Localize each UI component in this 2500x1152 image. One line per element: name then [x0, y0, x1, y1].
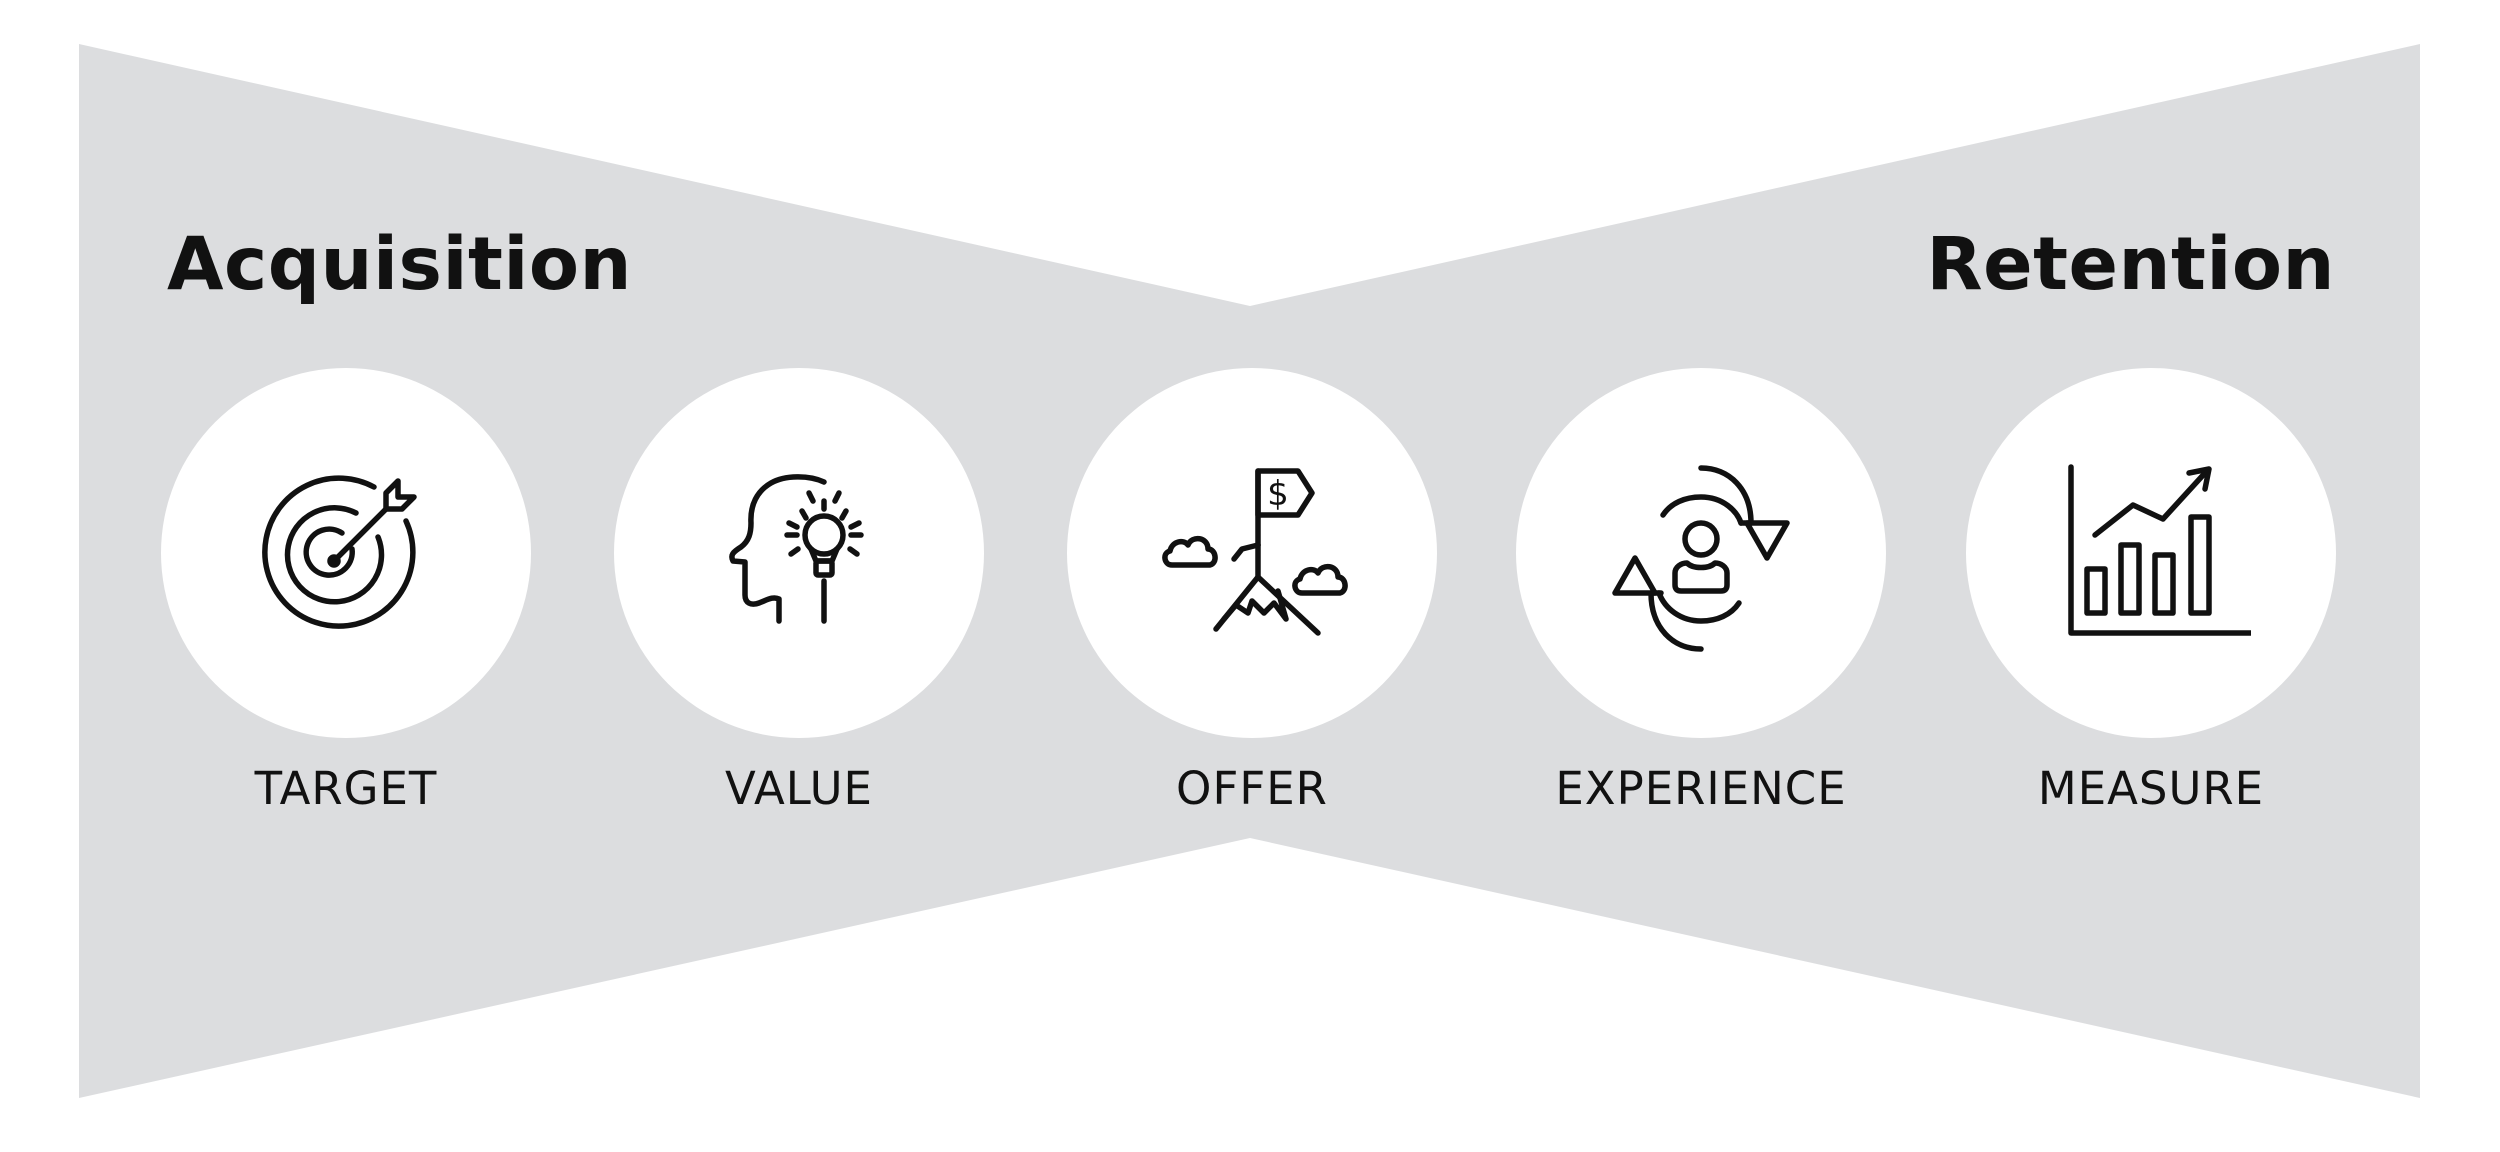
- step-offer: $ OFFER: [1067, 368, 1437, 811]
- bar-chart-growth-icon: [2068, 464, 2251, 636]
- mountain-flag-dollar-icon: $: [1162, 468, 1348, 636]
- svg-text:$: $: [1267, 474, 1289, 514]
- step-circle: $: [1067, 368, 1437, 738]
- step-label-experience: EXPERIENCE: [1555, 762, 1847, 815]
- step-target: TARGET: [161, 368, 531, 811]
- step-circle: [161, 368, 531, 738]
- step-circle: [1966, 368, 2336, 738]
- target-arrow-icon: [262, 475, 417, 629]
- step-label-offer: OFFER: [1176, 762, 1328, 815]
- step-label-target: TARGET: [254, 762, 438, 815]
- step-measure: MEASURE: [1966, 368, 2336, 811]
- head-lightbulb-icon: [729, 474, 864, 624]
- retention-heading: Retention: [1926, 222, 2335, 307]
- step-experience: EXPERIENCE: [1516, 368, 1886, 811]
- step-value: VALUE: [614, 368, 984, 811]
- step-label-measure: MEASURE: [2037, 762, 2265, 815]
- step-circle: [614, 368, 984, 738]
- acquisition-heading: Acquisition: [167, 222, 633, 307]
- user-cycle-icon: [1612, 465, 1790, 652]
- step-label-value: VALUE: [725, 762, 873, 815]
- step-circle: [1516, 368, 1886, 738]
